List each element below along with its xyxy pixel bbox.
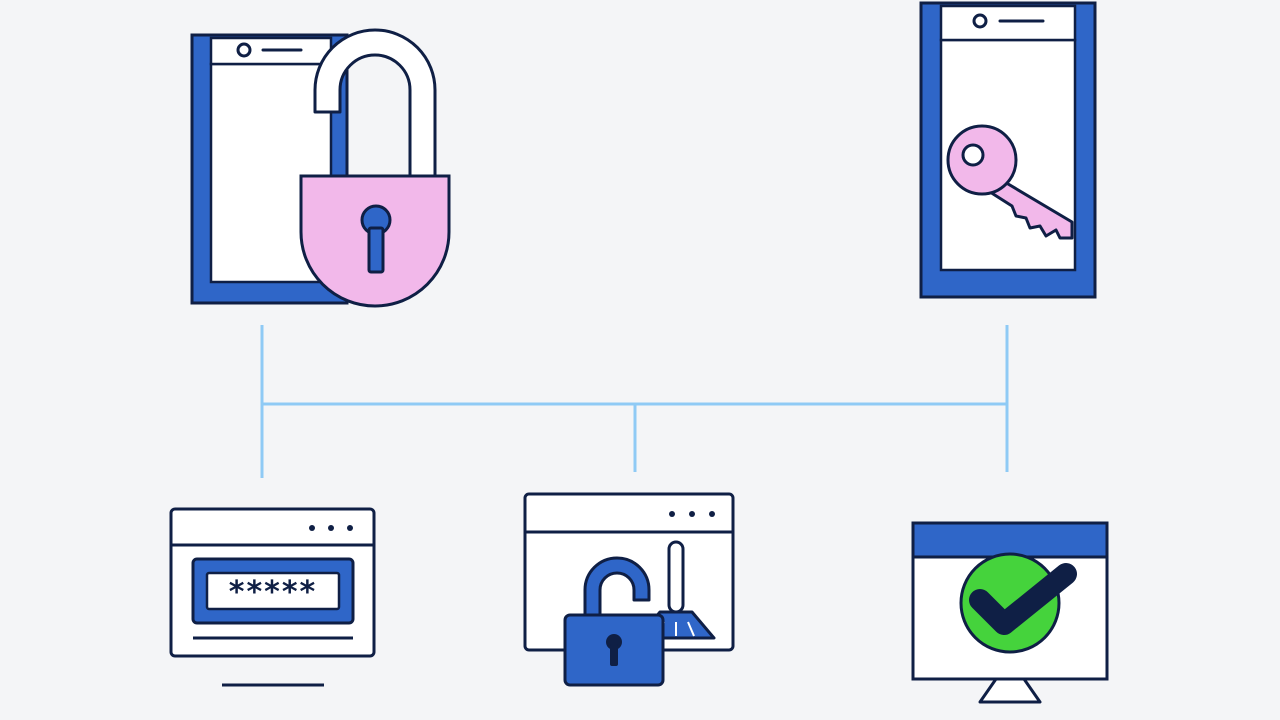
- connector-lines: [260, 325, 1009, 478]
- password-window-icon: *****: [169, 507, 376, 687]
- phone-key-icon: [919, 1, 1097, 299]
- monitor-checkmark-icon: [911, 521, 1109, 704]
- padlock-broom-window-icon: [523, 492, 735, 687]
- phone-padlock-icon: [190, 28, 451, 308]
- open-padlock-icon: [563, 556, 665, 687]
- password-mask-text: *****: [229, 575, 317, 610]
